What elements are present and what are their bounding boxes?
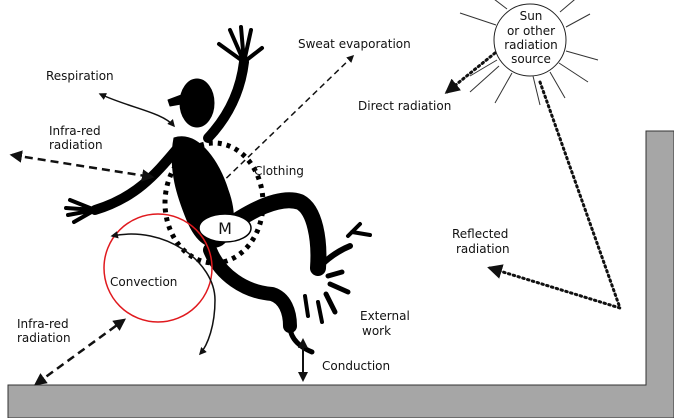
sun-label-line2: or other — [507, 24, 555, 38]
infrared-bottom-label-line1: Infra-red — [17, 317, 69, 331]
infrared-top-label-line1: Infra-red — [49, 124, 101, 138]
convection-circle — [104, 214, 212, 322]
external-work-label-line2: work — [362, 324, 391, 338]
sweat-evaporation-label: Sweat evaporation — [298, 37, 411, 51]
convection-arrow — [112, 234, 215, 354]
clothing-label: Clothing — [254, 164, 304, 178]
sun-label-line1: Sun — [520, 9, 543, 23]
infrared-bottom-label-line2: radiation — [17, 331, 71, 345]
respiration-arrow — [100, 94, 174, 126]
convection-label: Convection — [110, 275, 177, 289]
metabolism-label: M — [218, 219, 232, 238]
sun-label-line4: source — [511, 52, 551, 66]
external-work-label-line1: External — [360, 309, 410, 323]
infrared-top-arrow — [12, 155, 152, 177]
direct-radiation-arrow — [447, 53, 495, 92]
respiration-label: Respiration — [46, 69, 114, 83]
conduction-label: Conduction — [322, 359, 390, 373]
direct-radiation-label: Direct radiation — [358, 99, 451, 113]
infrared-top-label-line2: radiation — [49, 138, 103, 152]
reflected-path — [490, 82, 620, 308]
reflected-label-line2: radiation — [456, 242, 510, 256]
sun-label-line3: radiation — [504, 38, 558, 52]
reflected-label-line1: Reflected — [452, 227, 508, 241]
